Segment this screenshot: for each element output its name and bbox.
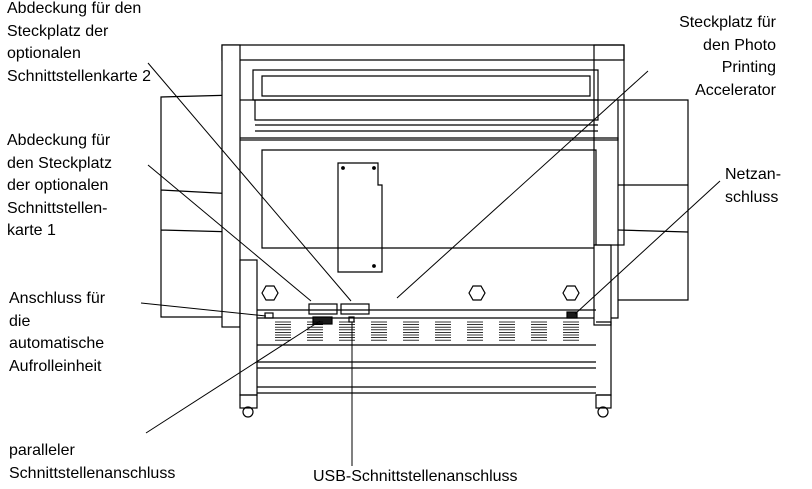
leader-cover-slot-1 (147, 164, 312, 302)
label-parallel-connector: paralleler Schnittstellenanschluss (9, 442, 176, 482)
auto-takeup-port (264, 312, 274, 319)
interface-slot-1-cover (308, 303, 338, 315)
vent-grille (275, 321, 291, 341)
hex-screw-left (261, 285, 279, 301)
label-usb-connector: USB-Schnittstellenanschluss (313, 468, 518, 485)
power-inlet (566, 311, 578, 319)
leader-power (574, 180, 721, 315)
vent-grilles (275, 321, 579, 341)
vent-grille (467, 321, 483, 341)
leader-accelerator (396, 70, 649, 299)
right-post-upper (593, 44, 625, 246)
vent-grille (563, 321, 579, 341)
accelerator-slot-plate (337, 162, 383, 273)
vent-grille (339, 321, 355, 341)
right-post (593, 244, 612, 326)
leader-auto-takeup (140, 302, 267, 317)
leader-lines (140, 62, 721, 466)
hex-screw-middle (468, 285, 486, 301)
leader-parallel (145, 320, 321, 434)
vent-grille (499, 321, 515, 341)
inner-panel-outline (261, 149, 597, 249)
left-caster (239, 394, 258, 409)
hex-screw-right (562, 285, 580, 301)
leader-cover-slot-2 (147, 62, 352, 302)
vent-grille (531, 321, 547, 341)
vent-grille (307, 321, 323, 341)
parallel-port (312, 316, 333, 325)
lower-skirt (257, 309, 596, 346)
label-cover-slot-1: Abdeckung für den Steckplatz der optiona… (7, 132, 112, 239)
vent-grille (371, 321, 387, 341)
roll-shaft (255, 124, 598, 132)
label-auto-takeup-connector: Anschluss für die automatische Aufrollei… (9, 290, 106, 375)
vent-grille (435, 321, 451, 341)
right-side-panel (617, 99, 689, 301)
right-caster (595, 394, 612, 409)
left-post (221, 44, 241, 328)
label-power-inlet: Netzan- schluss (725, 166, 782, 206)
left-post-lower (239, 259, 258, 396)
interface-slot-2-cover (340, 303, 370, 315)
label-accelerator-slot: Steckplatz für den Photo Printing Accele… (679, 14, 776, 99)
vent-grille (403, 321, 419, 341)
label-cover-slot-2: Abdeckung für den Steckplatz der optiona… (7, 0, 152, 85)
top-frame (221, 44, 625, 121)
main-body (235, 137, 619, 319)
stand-frame (257, 321, 612, 396)
